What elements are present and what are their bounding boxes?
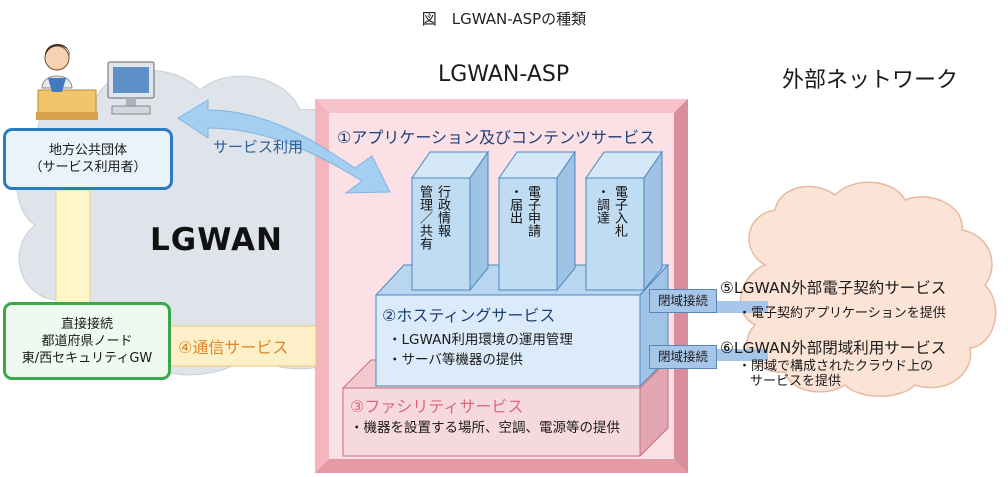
- pillar-1-col1: 行政情報: [435, 185, 450, 237]
- external-header: 外部ネットワーク: [782, 68, 959, 93]
- asp-header: LGWAN-ASP: [438, 62, 570, 87]
- pillar-1-text: 行政情報 管理／共有: [416, 185, 450, 285]
- pillar-3-col1: 電子入札: [612, 185, 627, 237]
- local-gov-line2: （サービス利用者）: [29, 160, 147, 175]
- comm-band: [167, 325, 317, 367]
- pillar-3-col2: ・調達: [594, 185, 609, 224]
- ext-contract-desc: ・電子契約アプリケーションを提供: [738, 306, 946, 321]
- service-use-label: サービス利用: [213, 138, 304, 156]
- external-cloud: [739, 181, 997, 397]
- hosting-item-2: ・サーバ等機器の提供: [388, 352, 523, 368]
- ext-contract-title: ⑤LGWAN外部電子契約サービス: [720, 279, 947, 297]
- ext-closed-desc2: サービスを提供: [750, 374, 842, 389]
- direct-line1: 直接接続: [60, 317, 113, 332]
- local-gov-box: 地方公共団体 （サービス利用者）: [3, 128, 173, 190]
- direct-line2: 都道府県ノード: [41, 334, 133, 349]
- hosting-items: ・LGWAN利用環境の運用管理 ・サーバ等機器の提供: [388, 330, 573, 370]
- closed-conn-2: 閉域接続: [649, 345, 717, 369]
- vertical-link: [55, 189, 91, 305]
- app-service-title: ①アプリケーション及びコンテンツサービス: [337, 128, 656, 147]
- pillar-3: [585, 150, 663, 292]
- facility-item: ・機器を設置する場所、空調、電源等の提供: [350, 420, 620, 436]
- pillar-2-col2: ・届出: [507, 185, 522, 224]
- pillar-2-text: 電子申請 ・届出: [506, 185, 540, 285]
- closed-conn-1: 閉域接続: [649, 289, 717, 313]
- pillar-2: [498, 150, 576, 292]
- ext-closed-title: ⑥LGWAN外部閉域利用サービス: [720, 339, 947, 357]
- comm-service-label: ④通信サービス: [178, 338, 289, 357]
- arrow-icon: [177, 99, 391, 194]
- facility-box: [341, 358, 670, 458]
- figure-caption: 図 LGWAN-ASPの種類: [421, 10, 587, 28]
- ext-closed-desc: ・閉域で構成されたクラウド上の サービスを提供: [738, 359, 933, 389]
- facility-title: ③ファシリティサービス: [350, 397, 524, 416]
- hosting-item-1: ・LGWAN利用環境の運用管理: [388, 332, 573, 348]
- local-gov-line1: 地方公共団体: [48, 143, 127, 158]
- pillar-2-col1: 電子申請: [525, 185, 540, 237]
- lgwan-label: LGWAN: [150, 222, 283, 258]
- computer-icon: [107, 61, 155, 115]
- pillar-1: [411, 150, 489, 292]
- direct-connection-box: 直接接続 都道府県ノード 東/西セキュリティGW: [3, 302, 171, 380]
- direct-line3: 東/西セキュリティGW: [21, 351, 153, 366]
- ext-closed-desc1: ・閉域で構成されたクラウド上の: [738, 359, 934, 374]
- hosting-title: ②ホスティングサービス: [382, 306, 556, 325]
- pillar-3-text: 電子入札 ・調達: [593, 185, 627, 285]
- pillar-1-col2: 管理／共有: [417, 185, 432, 250]
- office-worker-icon: [36, 44, 98, 120]
